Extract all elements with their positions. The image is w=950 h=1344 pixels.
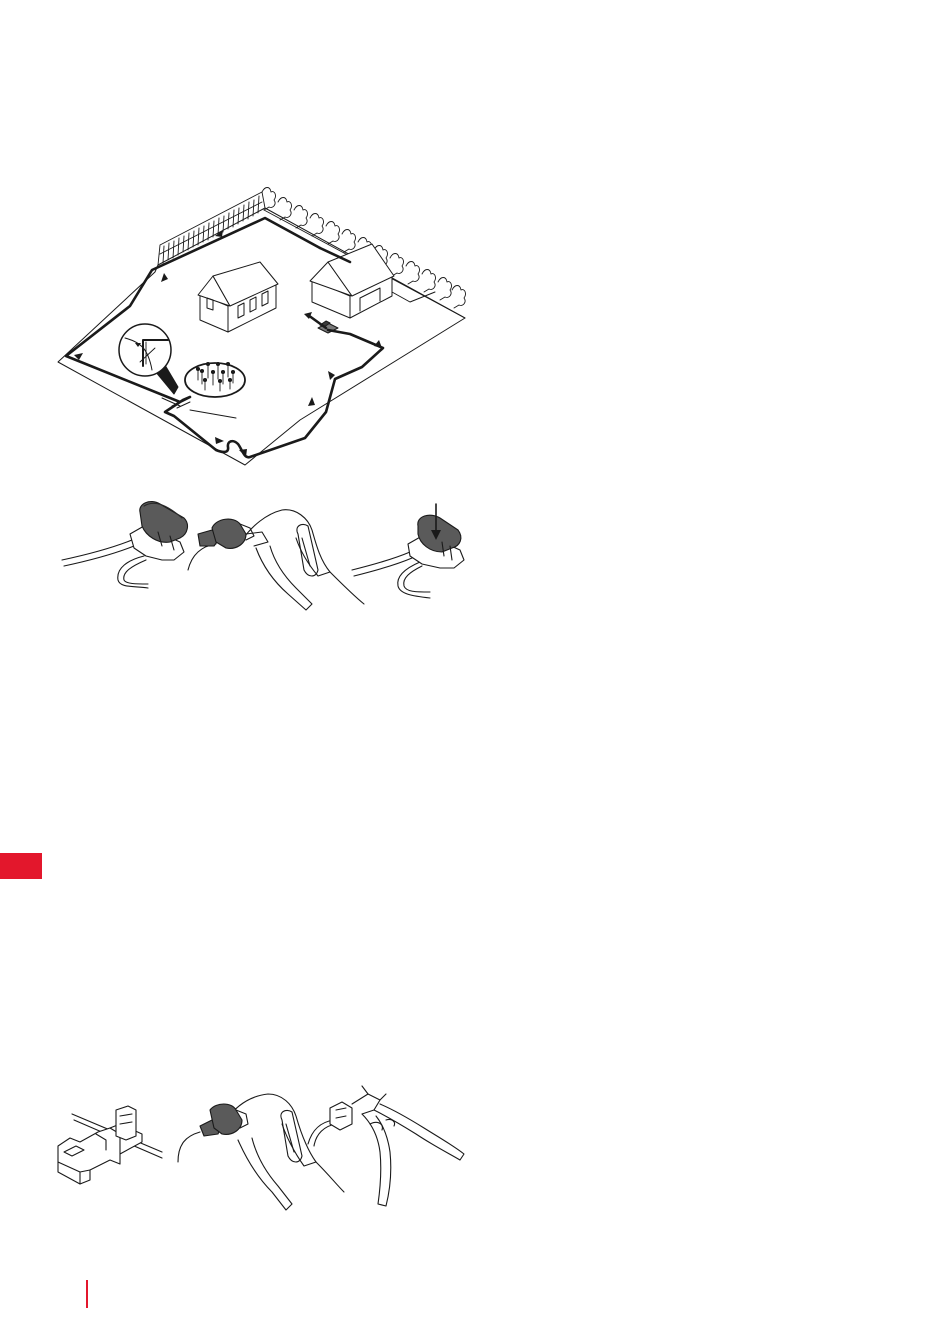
boundary-wire-layout-icon: [50, 180, 470, 470]
insert-wires-icon: [62, 502, 187, 588]
fence: [158, 192, 265, 265]
wire-connector-steps-icon: [50, 490, 470, 620]
flower-bed: [185, 362, 245, 397]
magnifier-inset: [119, 324, 178, 394]
lawn-outline: [58, 208, 465, 465]
press-connector-icon: [352, 504, 464, 598]
wire-splice-steps-icon: [50, 1080, 470, 1220]
crimp-with-pliers-icon: [188, 510, 364, 610]
footer-rule: [86, 1280, 88, 1308]
section-tab: [0, 853, 42, 879]
cut-wire-icon: [308, 1086, 464, 1206]
splice-connector-icon: [58, 1106, 162, 1184]
house: [198, 262, 278, 332]
press-splice-with-pliers-icon: [178, 1094, 344, 1210]
